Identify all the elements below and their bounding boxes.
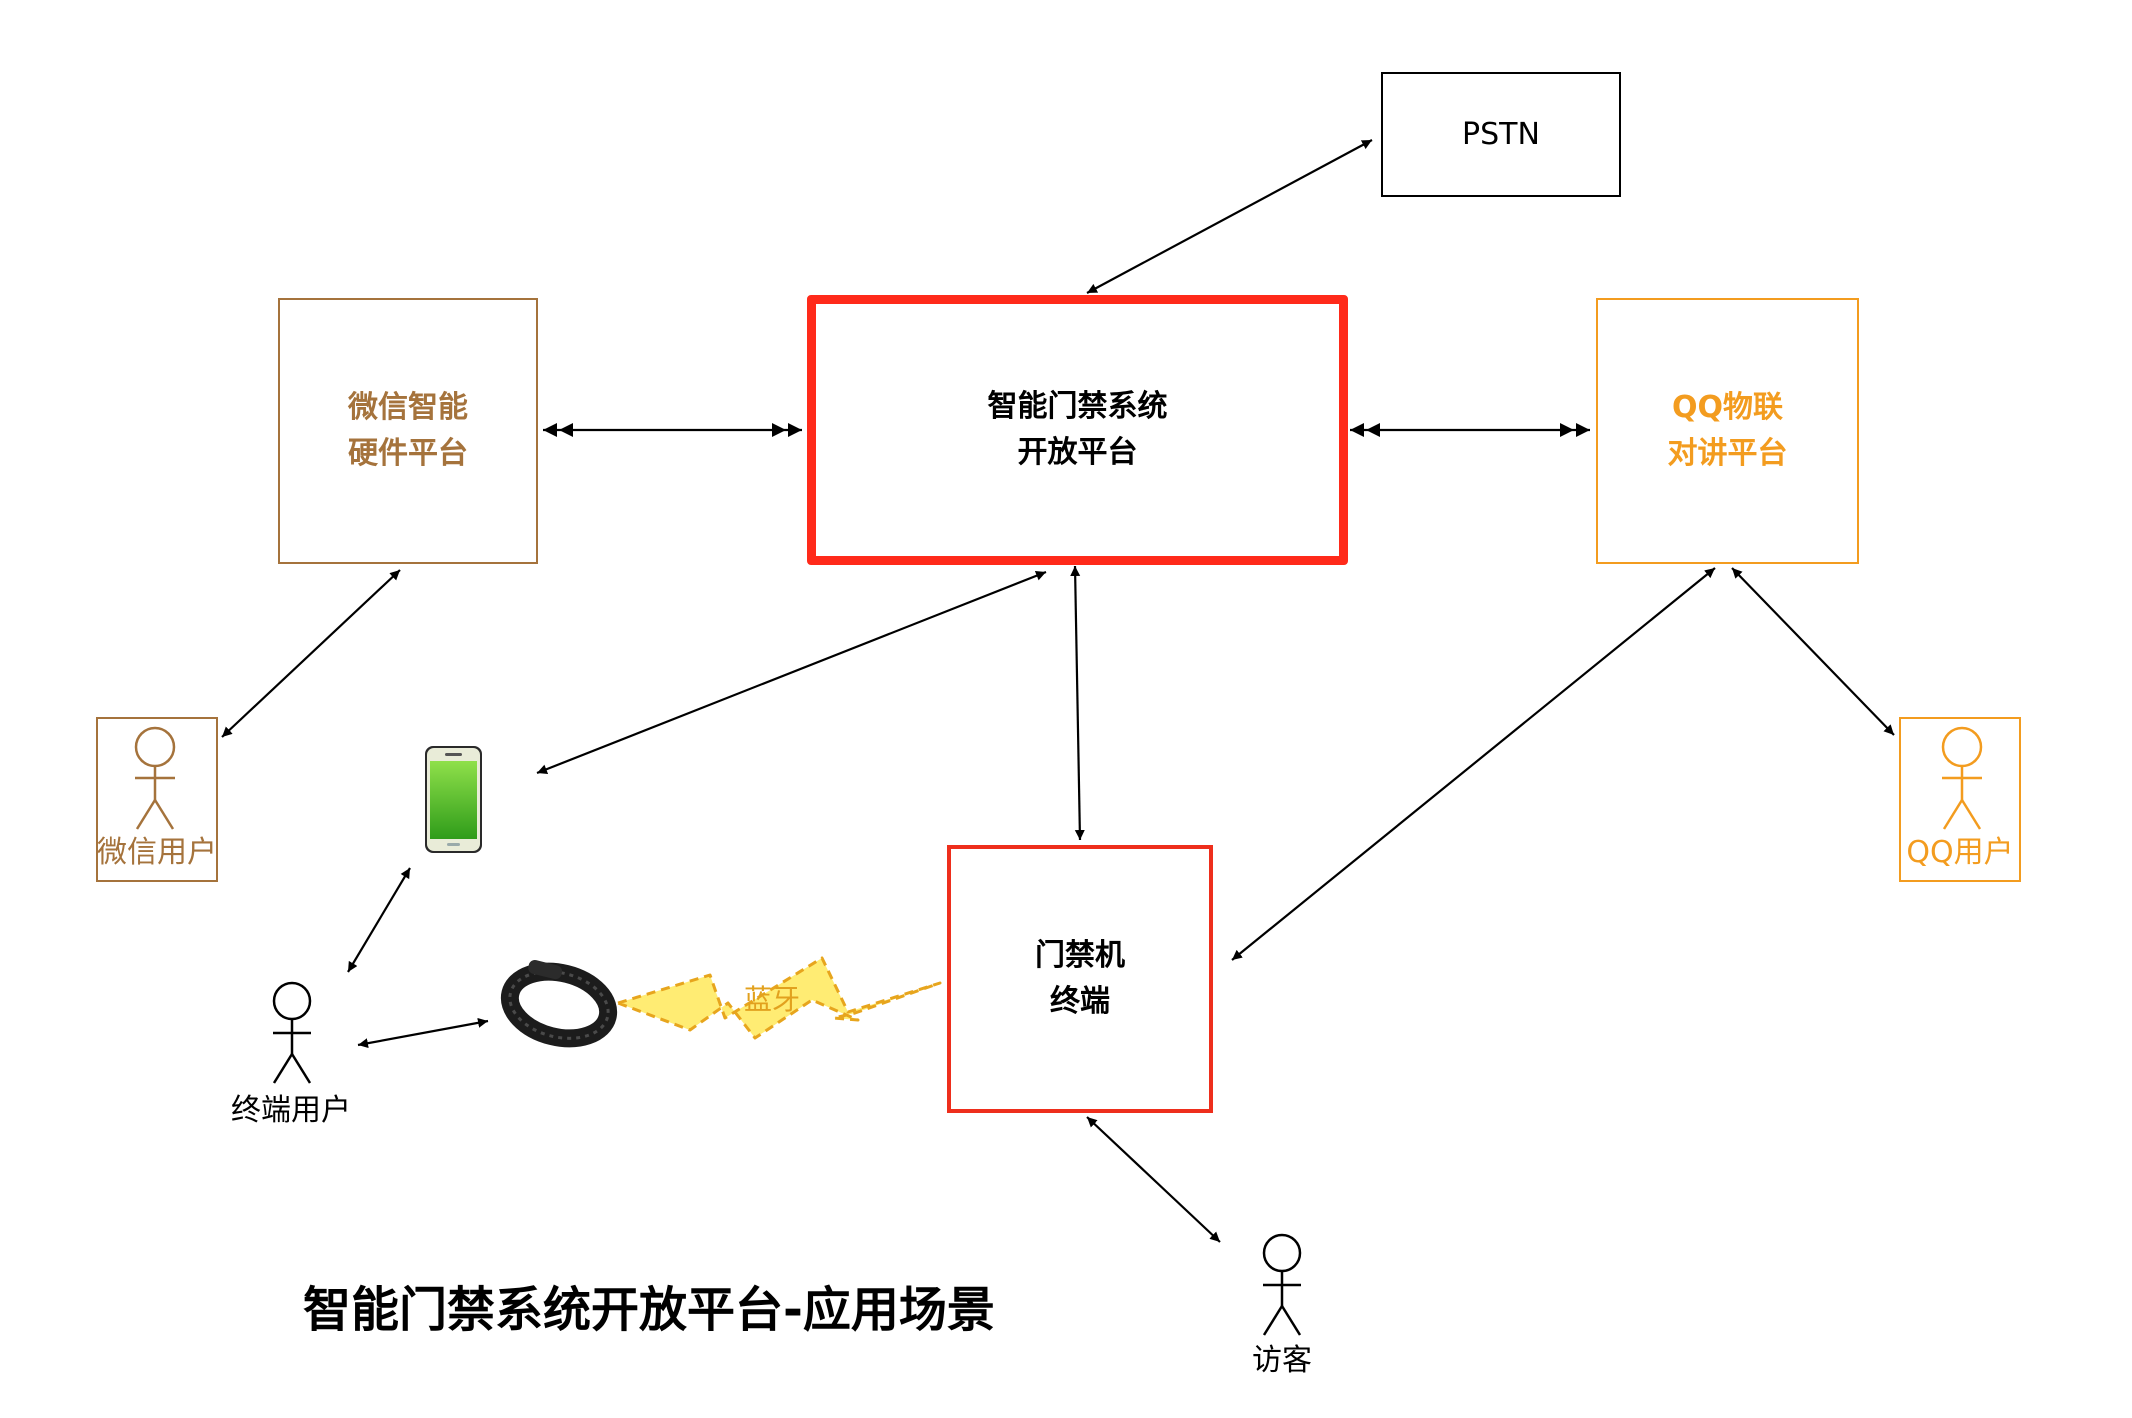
visitor-figure [1262, 1233, 1302, 1336]
wechat-hardware-platform-box: 微信智能 硬件平台 [278, 298, 538, 564]
open-platform-line1: 智能门禁系统 [987, 389, 1168, 424]
wechat-hardware-line1: 微信智能 [348, 390, 468, 425]
link-terminal-visitor [1086, 1116, 1221, 1243]
open-platform-box: 智能门禁系统 开放平台 [807, 295, 1348, 565]
qq-user-frame [1899, 717, 2021, 882]
smartphone-icon [425, 746, 482, 853]
qq-user-label: QQ用户 [1906, 835, 2014, 870]
link-enduser-band [357, 1017, 489, 1049]
wechat-user-frame [96, 717, 218, 882]
access-terminal-line1: 门禁机 [1035, 938, 1125, 973]
link-platform-terminal [1070, 565, 1085, 841]
lightning-bolt-icon [616, 956, 942, 1040]
visitor-label: 访客 [1252, 1343, 1312, 1378]
pstn-label: PSTN [1462, 116, 1540, 152]
link-qq-qquser [1731, 567, 1895, 736]
bluetooth-label: 蓝牙 [744, 983, 800, 1016]
diagram-title: 智能门禁系统开放平台-应用场景 [303, 1282, 995, 1338]
end-user-figure [272, 981, 312, 1084]
access-terminal-line2: 终端 [1050, 984, 1110, 1019]
pstn-box: PSTN [1381, 72, 1621, 197]
qq-user-figure [1941, 726, 1983, 830]
wechat-user-figure [134, 726, 176, 830]
fitness-band-icon [500, 959, 618, 1048]
end-user-label: 终端用户 [231, 1093, 351, 1128]
access-terminal-box: 门禁机 终端 [947, 845, 1213, 1113]
qq-iot-line2: 对讲平台 [1667, 436, 1788, 471]
link-platform-phone [536, 570, 1047, 775]
wechat-user-label: 微信用户 [97, 835, 217, 870]
link-qq-terminal [1231, 567, 1716, 961]
qq-iot-platform-box: QQ物联 对讲平台 [1596, 298, 1859, 564]
link-wechat-wechatuser [221, 569, 401, 738]
wechat-hardware-line2: 硬件平台 [348, 436, 468, 471]
link-platform-pstn [1086, 139, 1373, 294]
open-platform-line2: 开放平台 [1017, 435, 1138, 470]
qq-iot-line1: QQ物联 [1671, 390, 1783, 425]
link-phone-enduser [347, 867, 411, 973]
